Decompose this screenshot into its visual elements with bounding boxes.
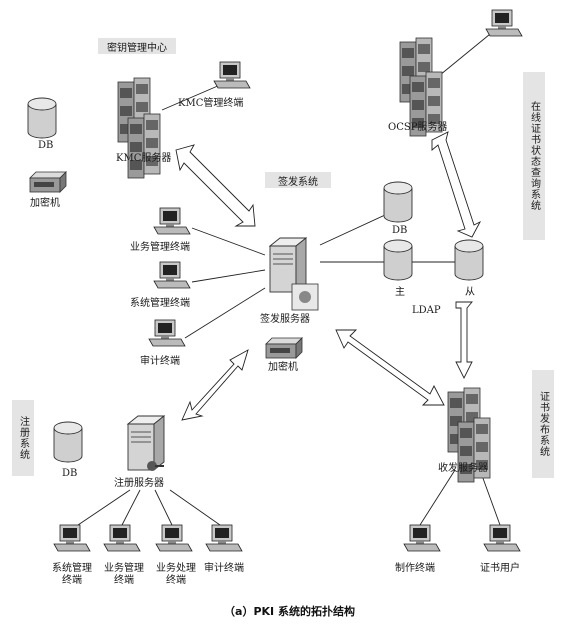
reg-term-biz-proc-label: 业务处理终端 [156, 563, 196, 586]
reg-server-label: 注册服务器 [114, 478, 164, 489]
group-issue-label: 签发系统 [265, 172, 331, 188]
ocsp-server-label: OCSP服务器 [388, 122, 448, 133]
group-kmc-label: 密钥管理中心 [98, 38, 176, 54]
audit-terminal-icon [148, 319, 186, 347]
ocsp-terminal-icon [485, 9, 523, 37]
biz-terminal-icon [153, 207, 191, 235]
ldap-master-label: 主 [395, 287, 405, 298]
biz-terminal-label: 业务管理终端 [130, 242, 190, 253]
reg-db-label: DB [62, 468, 78, 479]
reg-term-audit-icon [205, 524, 243, 552]
sys-terminal-label: 系统管理终端 [130, 298, 190, 309]
kmc-terminal-icon [213, 61, 251, 89]
sign-db-icon [383, 181, 413, 223]
sign-db-label: DB [392, 225, 408, 236]
kmc-db-label: DB [38, 140, 54, 151]
figure-caption: （a）PKI 系统的拓扑结构 [224, 605, 355, 618]
kmc-server-label: KMC服务器 [116, 153, 172, 164]
group-ocsp-label: 在线证书状态查询系统 [523, 72, 545, 240]
sign-server-icon [269, 237, 319, 311]
kmc-crypto-label: 加密机 [30, 198, 60, 209]
cert-user-icon [483, 524, 521, 552]
pub-server-label: 收发服务器 [438, 463, 488, 474]
make-terminal-icon [403, 524, 441, 552]
reg-term-biz-mgmt-label: 业务管理终端 [104, 563, 144, 586]
reg-term-biz-proc-icon [155, 524, 193, 552]
make-terminal-label: 制作终端 [395, 563, 435, 574]
sys-terminal-icon [153, 261, 191, 289]
ldap-slave-label: 从 [465, 287, 475, 298]
group-publish-label: 证书发布系统 [532, 370, 554, 478]
sign-crypto-icon [265, 337, 303, 359]
ldap-label: LDAP [412, 305, 441, 316]
reg-term-biz-mgmt-icon [103, 524, 141, 552]
kmc-terminal-label: KMC管理终端 [178, 98, 244, 109]
ldap-master-db-icon [383, 239, 413, 281]
cert-user-label: 证书用户 [480, 563, 520, 574]
group-register-label: 注册系统 [12, 400, 34, 476]
sign-crypto-label: 加密机 [268, 362, 298, 373]
kmc-crypto-icon [29, 171, 67, 193]
reg-term-sys-label: 系统管理终端 [52, 563, 92, 586]
kmc-db-icon [27, 97, 57, 139]
audit-terminal-label: 审计终端 [140, 356, 180, 367]
reg-db-icon [53, 421, 83, 463]
reg-term-sys-icon [53, 524, 91, 552]
sign-server-label: 签发服务器 [260, 314, 310, 325]
ldap-slave-db-icon [454, 239, 484, 281]
reg-server-icon [127, 415, 165, 471]
reg-term-audit-label: 审计终端 [204, 563, 244, 574]
